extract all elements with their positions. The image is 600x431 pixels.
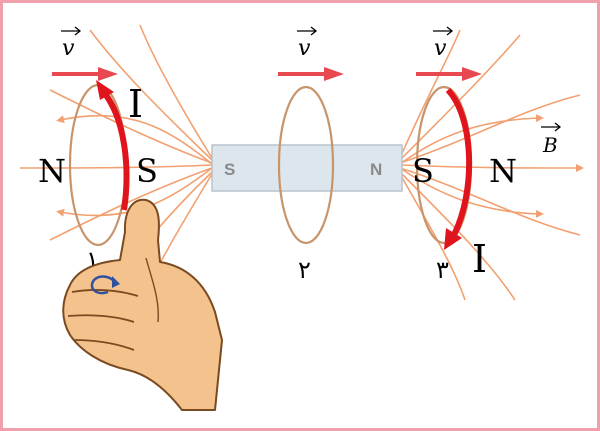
curl-arrow-icon (90, 275, 118, 295)
right-arrow-icon (98, 67, 118, 81)
pole-s-left: S (136, 152, 158, 190)
field-line (139, 24, 213, 159)
velocity-label-1: v (62, 36, 75, 61)
velocity-label-2: v (298, 36, 311, 61)
loop-3 (415, 85, 473, 250)
field-line (56, 114, 213, 165)
field-line (399, 163, 584, 172)
field-label: B (542, 133, 558, 157)
right-arrow-icon (324, 67, 344, 81)
pole-labels: N S S N I I (38, 82, 517, 281)
right-hand-thumb-icon (62, 198, 223, 411)
loop-number-3: ۳ (436, 256, 449, 284)
loop-2 (277, 85, 335, 245)
field-line (399, 173, 466, 301)
field-vector-label: B (541, 122, 562, 157)
pole-n-right: N (489, 152, 517, 190)
current-label-3: I (472, 237, 487, 281)
field-line (399, 167, 581, 236)
loop-1 (68, 80, 130, 247)
magnet-left-pole-label: S (224, 160, 235, 179)
field-line (19, 164, 213, 169)
loop-numbers: ۱ ۲ ۳ (86, 246, 449, 284)
loop-number-2: ۲ (298, 256, 311, 284)
velocity-3: v (416, 26, 482, 81)
pole-s-right: S (412, 152, 434, 190)
curved-arrow-icon (96, 80, 114, 100)
current-arrow-loop-3 (445, 87, 473, 237)
magnet-right-pole-label: N (370, 160, 382, 179)
current-label-1: I (128, 82, 143, 126)
right-arrow-icon (462, 67, 482, 81)
field-line (399, 29, 461, 159)
field-line (399, 114, 544, 165)
field-line (399, 94, 581, 164)
velocity-label-3: v (434, 36, 447, 61)
bar-magnet: S N (211, 144, 403, 192)
curved-arrow-icon (444, 228, 462, 250)
velocity-arrows: v v v (52, 26, 482, 81)
pole-n-left: N (38, 152, 66, 190)
current-arrow-loop-1 (99, 88, 130, 211)
field-line (89, 29, 213, 161)
velocity-1: v (52, 26, 118, 81)
velocity-2: v (278, 26, 344, 81)
induction-diagram: S N v v v (19, 24, 584, 411)
